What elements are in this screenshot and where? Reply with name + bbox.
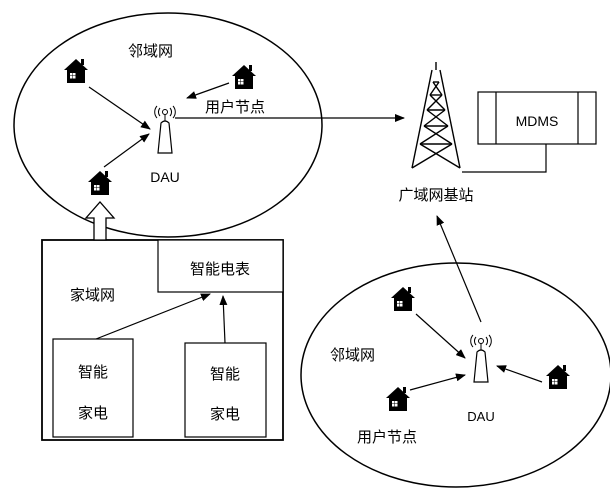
top-neighborhood-ellipse [13,12,323,238]
appliance-right-line-2: 家电 [210,405,240,423]
base-station-label: 广域网基站 [398,186,473,204]
bottom-user-node-label: 用户节点 [357,428,417,446]
home-to-neighborhood-arrow [84,201,116,241]
top-user-node-label: 用户节点 [205,98,265,116]
arrow-house-to-dau [409,373,466,391]
top-neighborhood-title: 邻域网 [128,42,173,60]
arrow-house-to-dau [103,133,150,168]
smart-meter-box [157,239,284,293]
arrow-house-to-dau [186,82,230,99]
dau-antenna-icon [154,105,176,154]
top-dau-label: DAU [150,169,180,185]
smart-appliance-right-box [184,342,267,438]
appliance-left-line-1: 智能 [78,363,108,381]
appliance-left-line-2: 家电 [78,404,108,422]
house-icon [546,365,570,389]
house-icon [391,287,415,311]
arrow-appliance-to-meter [95,293,211,340]
dau-antenna-icon [470,334,492,383]
house-icon [88,171,112,195]
bottom-dau-label: DAU [467,409,494,424]
smart-meter-label: 智能电表 [190,260,250,278]
arrow-dau-to-base-station [436,215,482,323]
arrow-appliance-to-meter [219,295,228,344]
house-icon [232,65,256,89]
mdms-label: MDMS [516,113,559,129]
home-network-title: 家域网 [70,286,115,304]
arrow-house-to-dau [88,86,151,130]
mdms-connector [462,144,547,173]
arrow-house-to-dau [496,365,543,383]
arrow-house-to-dau [415,313,466,359]
base-station-tower-icon [411,62,461,169]
house-icon [64,59,88,83]
bottom-neighborhood-title: 邻域网 [330,346,375,364]
house-icon [386,387,410,411]
mdms-box [477,91,597,145]
smart-appliance-left-box [52,338,134,438]
appliance-right-line-1: 智能 [210,365,240,383]
